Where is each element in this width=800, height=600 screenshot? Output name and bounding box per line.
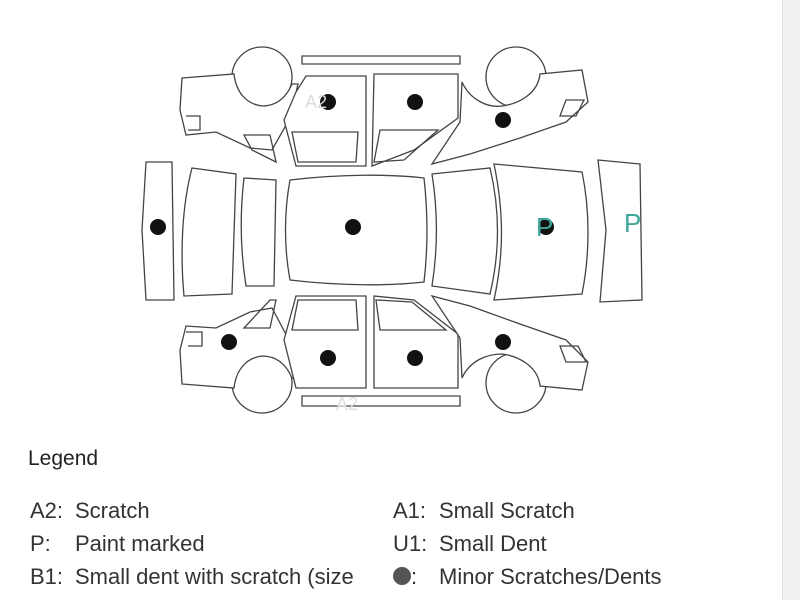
marker-front-door-top: A2: [305, 92, 327, 112]
car-bottom-side: [179, 294, 589, 414]
damage-dot[interactable]: [495, 112, 511, 128]
legend-desc: Scratch: [75, 498, 150, 523]
rear-window: [431, 167, 499, 295]
car-damage-diagram: A2 P P A2: [141, 46, 643, 414]
legend-item-a2: A2: Scratch: [30, 498, 150, 524]
legend-item-a1: A1: Small Scratch: [393, 498, 575, 524]
bottom-front-door: [283, 295, 367, 389]
legend-desc: Paint marked: [75, 531, 205, 556]
legend-item-b1: B1: Small dent with scratch (size: [30, 564, 354, 590]
car-top-side: [179, 46, 589, 167]
legend-item-u1: U1: Small Dent: [393, 531, 547, 557]
damage-dot[interactable]: [407, 94, 423, 110]
legend-code: U1:: [393, 531, 428, 556]
legend-desc: Small Scratch: [439, 498, 575, 523]
dot-symbol-icon: [393, 567, 411, 585]
damage-dot[interactable]: [221, 334, 237, 350]
scrollbar[interactable]: [782, 0, 800, 600]
hood: [181, 167, 237, 297]
legend-item-p: P: Paint marked: [30, 531, 205, 557]
damage-dot[interactable]: [150, 219, 166, 235]
top-front-door: [283, 75, 367, 167]
rear-bumper: [597, 159, 643, 303]
damage-dot[interactable]: [495, 334, 511, 350]
legend-code: :: [411, 564, 418, 589]
damage-dot[interactable]: [320, 350, 336, 366]
legend-item-dot: : Minor Scratches/Dents: [393, 564, 662, 590]
marker-trunk-paint: P: [536, 212, 553, 242]
bottom-rear-door: [373, 295, 459, 389]
marker-rear-bumper-paint: P: [624, 208, 641, 238]
damage-markers: [150, 94, 554, 366]
damage-dot[interactable]: [407, 350, 423, 366]
windshield: [240, 177, 277, 287]
damage-dot[interactable]: [538, 219, 554, 235]
legend-desc: Small Dent: [439, 531, 547, 556]
damage-dot[interactable]: [320, 94, 336, 110]
legend-desc: Small dent with scratch (size: [75, 564, 354, 589]
legend-title: Legend: [28, 447, 99, 470]
damage-dot[interactable]: [345, 219, 361, 235]
car-outline-svg: A2 P P A2: [141, 46, 643, 414]
legend-code: B1:: [30, 564, 64, 589]
legend-code: A2:: [30, 498, 64, 523]
legend-code: P:: [30, 531, 51, 556]
legend-code: A1:: [393, 498, 427, 523]
top-rear-door: [371, 73, 459, 167]
top-front-fender: [179, 73, 299, 151]
car-top-down: [141, 159, 643, 303]
legend-desc: Minor Scratches/Dents: [439, 564, 662, 589]
marker-bottom-rocker: A2: [336, 394, 358, 414]
